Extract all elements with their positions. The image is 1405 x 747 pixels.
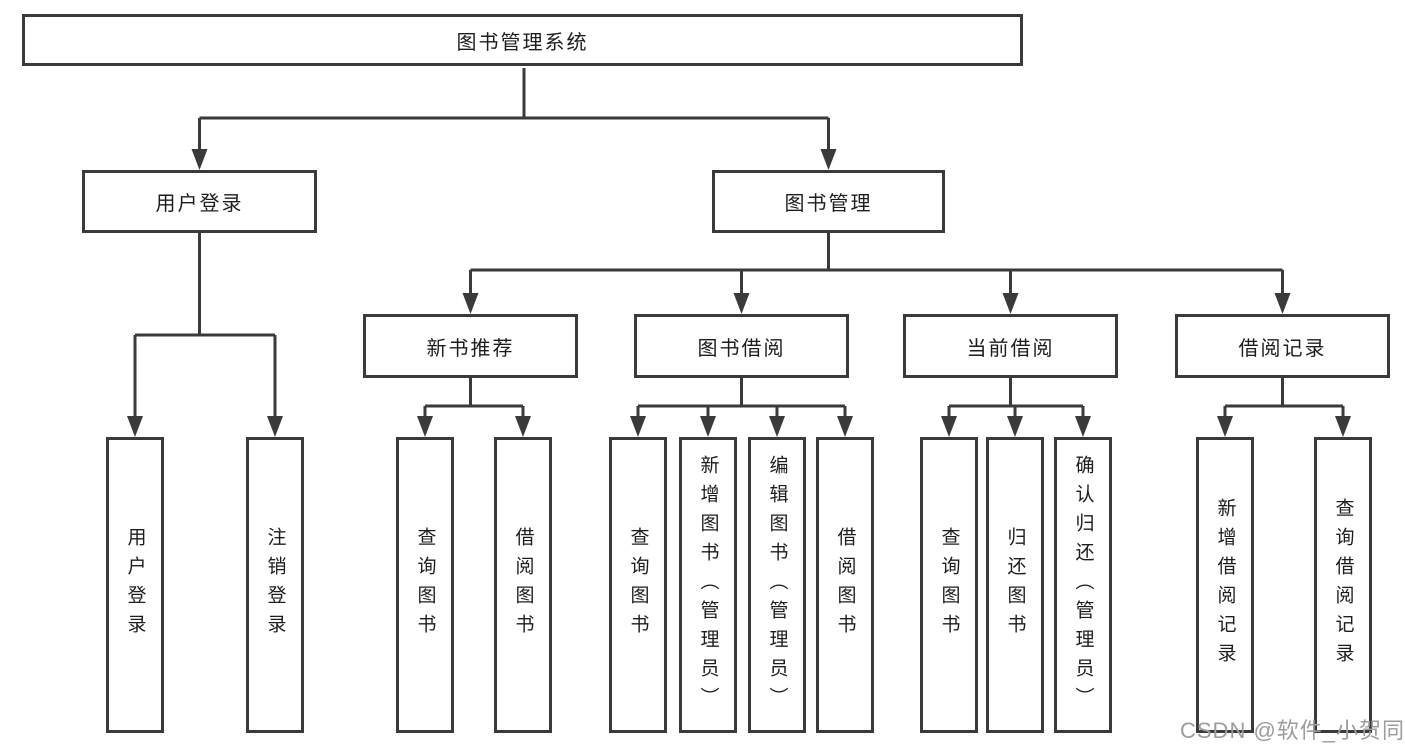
arrowhead-icon bbox=[127, 416, 143, 437]
leaf-borrow-borrow-books: 借阅图书 bbox=[816, 437, 874, 733]
node-user-login: 用户登录 bbox=[82, 170, 317, 233]
arrowhead-icon bbox=[941, 416, 957, 437]
leaf-current-return-books: 归还图书 bbox=[986, 437, 1044, 733]
leaf-borrow-query-books: 查询图书 bbox=[609, 437, 667, 733]
arrowhead-icon bbox=[769, 416, 785, 437]
arrowhead-icon bbox=[515, 416, 531, 437]
arrowhead-icon bbox=[1274, 293, 1291, 314]
connector-new-book-recommend-lines bbox=[423, 378, 525, 417]
node-new-book-recommend: 新书推荐 bbox=[363, 314, 578, 378]
leaf-logout: 注销登录 bbox=[246, 437, 304, 733]
arrowhead-icon bbox=[820, 149, 837, 170]
leaf-borrow-edit-books-admin: 编辑图书（管理员） bbox=[748, 437, 806, 733]
node-current-borrow: 当前借阅 bbox=[903, 314, 1118, 378]
connector-book-mgmt-lines bbox=[469, 233, 1284, 294]
connector-user-login-lines bbox=[133, 233, 277, 417]
connector-user-login-branch bbox=[127, 233, 283, 437]
arrowhead-icon bbox=[733, 293, 750, 314]
arrowhead-icon bbox=[417, 416, 433, 437]
connector-root-lines bbox=[198, 68, 830, 150]
arrowhead-icon bbox=[1007, 416, 1023, 437]
leaf-borrow-add-books-admin: 新增图书（管理员） bbox=[679, 437, 737, 733]
watermark: CSDN @软件_小贺同学 bbox=[1180, 718, 1405, 743]
connector-current-borrow-branch bbox=[941, 378, 1091, 437]
node-root: 图书管理系统 bbox=[22, 14, 1023, 66]
arrowhead-icon bbox=[1335, 416, 1351, 437]
leaf-current-query-books: 查询图书 bbox=[920, 437, 978, 733]
leaf-user-login: 用户登录 bbox=[106, 437, 164, 733]
connector-book-borrow-lines bbox=[636, 378, 847, 417]
leaf-records-add-record: 新增借阅记录 bbox=[1196, 437, 1254, 733]
arrowhead-icon bbox=[700, 416, 716, 437]
leaf-newrec-query-books: 查询图书 bbox=[396, 437, 454, 733]
connector-book-mgmt-branch bbox=[462, 233, 1291, 314]
connector-book-borrow-branch bbox=[630, 378, 853, 437]
arrowhead-icon bbox=[1217, 416, 1233, 437]
arrowhead-icon bbox=[462, 293, 479, 314]
connector-borrow-records-branch bbox=[1217, 378, 1351, 437]
leaf-current-confirm-return-admin: 确认归还（管理员） bbox=[1054, 437, 1112, 733]
arrowhead-icon bbox=[1075, 416, 1091, 437]
node-book-mgmt: 图书管理 bbox=[712, 170, 945, 233]
leaf-records-query-record: 查询借阅记录 bbox=[1314, 437, 1372, 733]
node-book-borrow: 图书借阅 bbox=[634, 314, 849, 378]
arrowhead-icon bbox=[837, 416, 853, 437]
connector-new-book-recommend-branch bbox=[417, 378, 531, 437]
arrowhead-icon bbox=[191, 149, 208, 170]
node-borrow-records: 借阅记录 bbox=[1175, 314, 1390, 378]
connector-borrow-records-lines bbox=[1223, 378, 1345, 417]
arrowhead-icon bbox=[630, 416, 646, 437]
connector-root-branch bbox=[191, 68, 837, 170]
arrowhead-icon bbox=[1002, 293, 1019, 314]
connector-current-borrow-lines bbox=[947, 378, 1085, 417]
arrowhead-icon bbox=[267, 416, 283, 437]
leaf-newrec-borrow-books: 借阅图书 bbox=[494, 437, 552, 733]
